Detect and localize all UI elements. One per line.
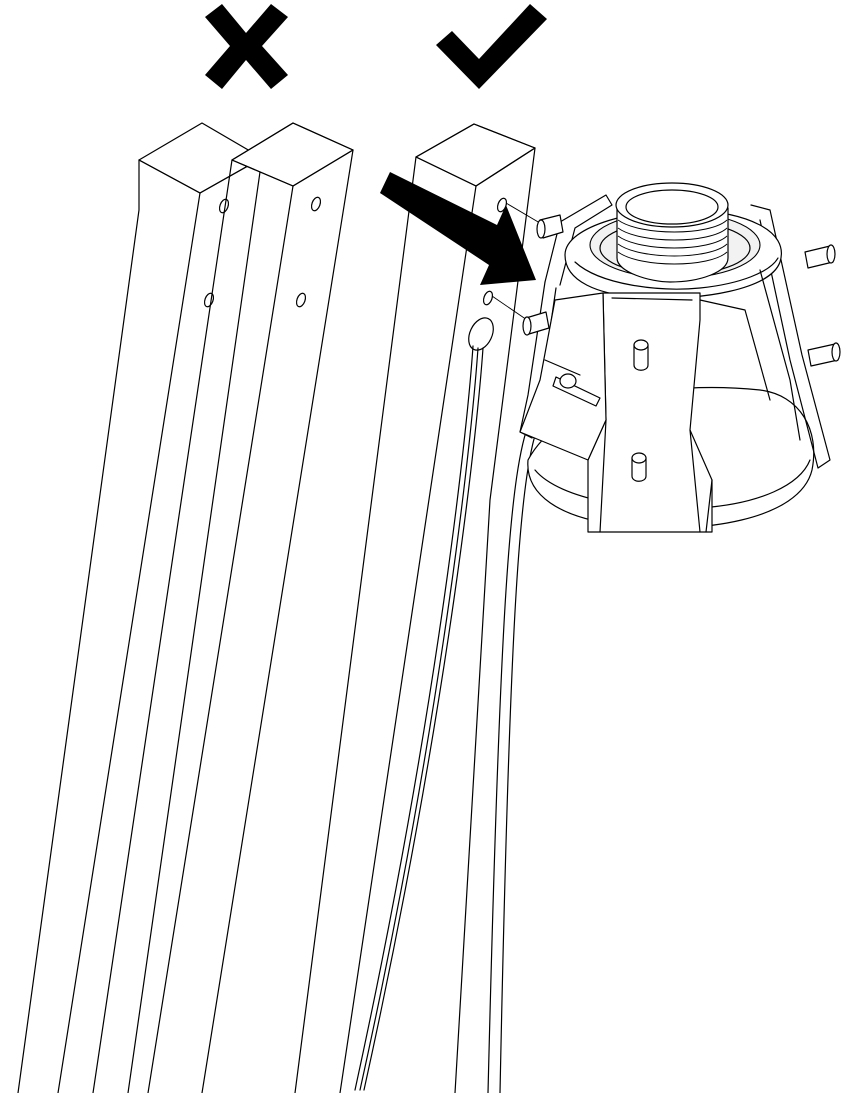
- arrow-icon: [380, 172, 536, 285]
- checkmark-icon: [436, 4, 547, 89]
- side-pin-icon: [522, 214, 841, 407]
- pin-icon: [631, 339, 649, 482]
- cross-icon: [205, 4, 288, 89]
- lamp-holder-icon: [519, 182, 841, 533]
- square-leg-left-2: [92, 122, 354, 1093]
- square-leg-left-1: [17, 122, 263, 1093]
